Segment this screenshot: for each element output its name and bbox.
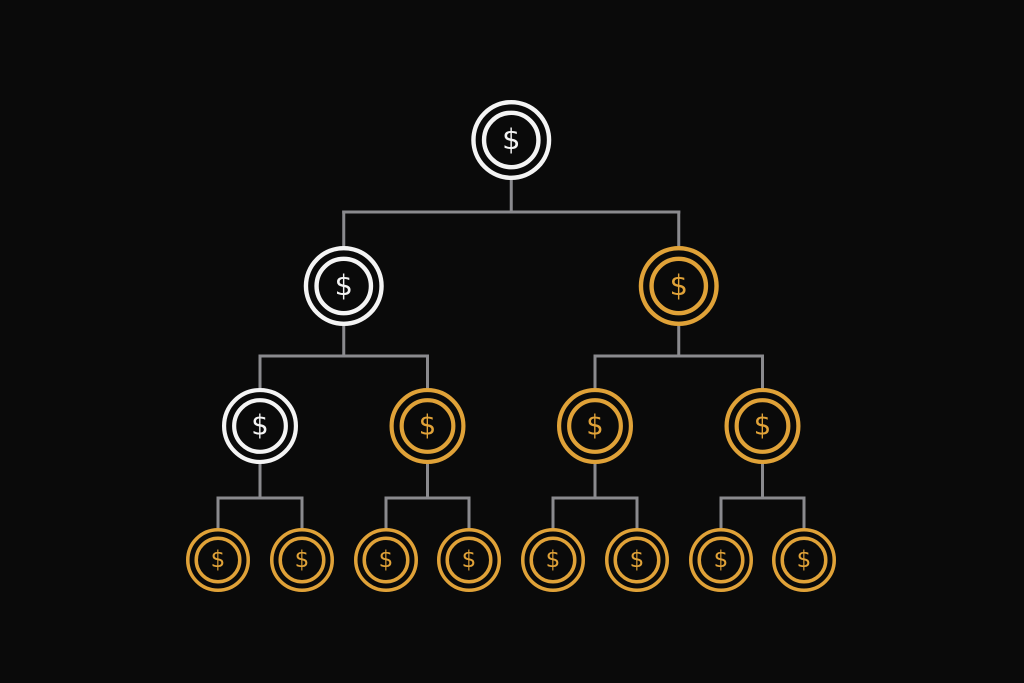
dollar-coin-icon: $ — [221, 387, 298, 464]
dollar-glyph: $ — [462, 547, 477, 573]
dollar-coin-icon: $ — [185, 528, 250, 593]
dollar-glyph: $ — [586, 410, 603, 441]
dollar-coin-icon: $ — [638, 245, 719, 326]
dollar-glyph: $ — [714, 547, 729, 573]
dollar-glyph: $ — [211, 547, 226, 573]
dollar-coin-icon: $ — [605, 528, 670, 593]
dollar-glyph: $ — [630, 547, 645, 573]
dollar-coin-icon: $ — [521, 528, 586, 593]
dollar-coin-icon: $ — [557, 387, 634, 464]
dollar-glyph: $ — [670, 268, 688, 302]
dollar-coin-icon: $ — [354, 528, 419, 593]
dollar-coin-icon: $ — [772, 528, 837, 593]
dollar-glyph: $ — [797, 547, 812, 573]
dollar-glyph: $ — [379, 547, 394, 573]
dollar-glyph: $ — [754, 410, 771, 441]
dollar-coin-icon: $ — [471, 99, 552, 180]
dollar-coin-icon: $ — [389, 387, 466, 464]
dollar-glyph: $ — [419, 410, 436, 441]
dollar-coin-icon: $ — [689, 528, 754, 593]
coin-layer: $ $ $ $ $ $ $ $ $ $ $ $ $ $ $ — [185, 99, 837, 593]
connector-layer — [216, 178, 806, 530]
dollar-glyph: $ — [295, 547, 310, 573]
dollar-coin-icon: $ — [437, 528, 502, 593]
dollar-glyph: $ — [546, 547, 561, 573]
dollar-glyph: $ — [502, 122, 520, 156]
dollar-coin-icon: $ — [724, 387, 801, 464]
dollar-coin-icon: $ — [270, 528, 335, 593]
dollar-glyph: $ — [251, 410, 268, 441]
dollar-glyph: $ — [335, 268, 353, 302]
dollar-coin-icon: $ — [303, 245, 384, 326]
